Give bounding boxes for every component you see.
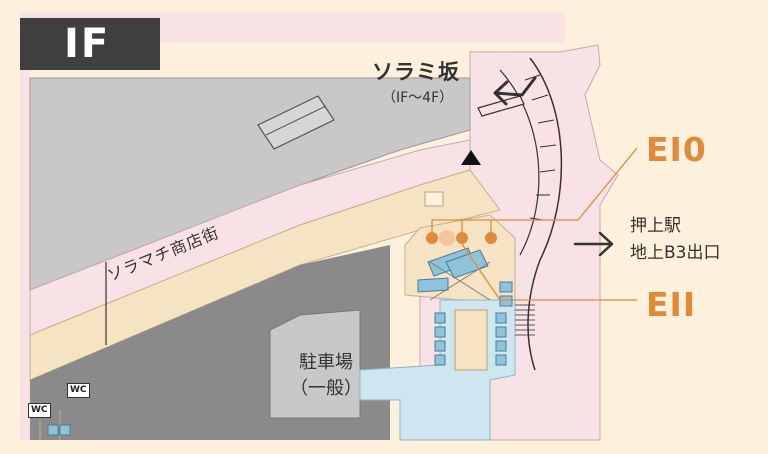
corridor-box — [424, 191, 444, 207]
restroom-label: WC — [67, 383, 90, 398]
station-exit-line1: 押上駅 — [630, 216, 681, 236]
solamizaka-floors-label: （IF〜4F） — [382, 90, 454, 106]
station-exit-line2: 地上B3出口 — [630, 243, 721, 263]
right-arrow-icon — [573, 231, 614, 257]
station-exit-label: 押上駅 地上B3出口 — [630, 213, 720, 267]
solamizaka-ramp-inner — [499, 69, 540, 256]
parking-line2: （一般） — [290, 378, 362, 399]
escalator — [417, 247, 489, 293]
parking-line1: 駐車場 — [299, 352, 353, 373]
e10-leader-branch — [461, 220, 492, 232]
parking-label: 駐車場 （一般） — [290, 350, 362, 402]
exit-dot-middle — [456, 232, 468, 244]
solamizaka-ramp-outer — [527, 57, 563, 371]
exit-e10-label: EI0 — [646, 130, 707, 169]
passage-pillar — [454, 309, 488, 371]
elevator-group — [434, 281, 513, 366]
walkway-left — [20, 30, 30, 440]
exit-glow — [439, 230, 455, 246]
corridor — [29, 169, 501, 381]
exit-markers — [426, 147, 638, 301]
solamizaka-label: ソラミ坂 — [372, 60, 460, 84]
restroom-label-secondary: WC — [28, 403, 51, 418]
escalator-cross — [429, 261, 491, 301]
exit-dot-right — [485, 232, 497, 244]
exit-e11-label: EII — [646, 285, 697, 324]
e10-leader — [431, 147, 638, 232]
building-fixture — [257, 95, 335, 150]
floor-badge: IF — [20, 18, 160, 70]
store-outlines — [39, 410, 71, 440]
e11-leader — [461, 243, 637, 301]
stairs — [515, 304, 535, 336]
parking-area — [269, 309, 361, 419]
solamizaka-ramp-steps — [524, 74, 557, 221]
black-triangle-icon — [461, 150, 481, 165]
solamizaka-entry — [477, 95, 525, 117]
up-left-arrow-icon — [493, 76, 537, 106]
exit-dot-left — [426, 232, 438, 244]
building-fixture-line — [265, 105, 327, 136]
